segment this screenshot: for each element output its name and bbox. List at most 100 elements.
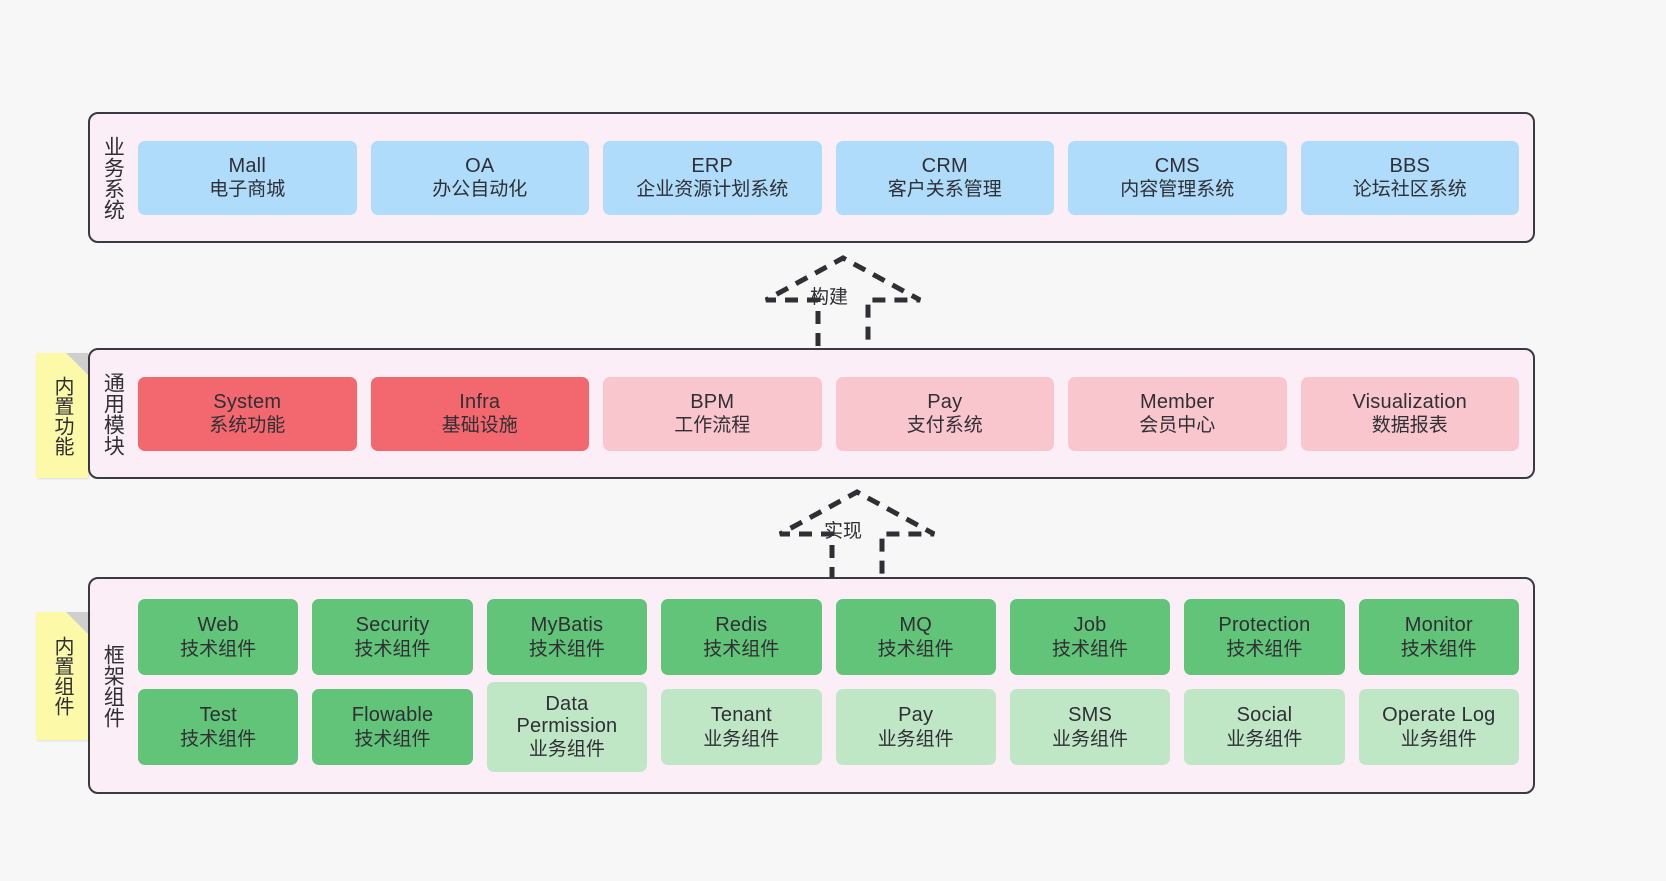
node-data-permission[interactable]: Data Permission 业务组件	[486, 682, 648, 772]
node-bpm-en: BPM	[690, 390, 735, 413]
node-job[interactable]: Job 技术组件	[1009, 599, 1171, 675]
node-flowable-en: Flowable	[351, 704, 434, 727]
node-test-en: Test	[199, 704, 237, 727]
node-mybatis-cn: 技术组件	[528, 638, 605, 660]
node-crm[interactable]: CRM 客户关系管理	[835, 140, 1054, 215]
layer-title-modules: 通用模块	[101, 371, 125, 456]
note-builtin-components: 内置组件	[36, 612, 88, 740]
node-monitor-en: Monitor	[1404, 614, 1473, 637]
node-web[interactable]: Web 技术组件	[138, 599, 299, 675]
node-data-permission-en: Data Permission	[516, 693, 618, 738]
node-pay-component-cn: 业务组件	[877, 728, 954, 750]
node-social-en: Social	[1236, 704, 1293, 727]
node-visualization-cn: 数据报表	[1371, 415, 1448, 437]
node-mybatis[interactable]: MyBatis 技术组件	[486, 599, 648, 675]
node-mybatis-en: MyBatis	[530, 614, 604, 637]
layer-title-framework: 框架组件	[101, 643, 125, 728]
node-security-cn: 技术组件	[354, 638, 431, 660]
node-member[interactable]: Member 会员中心	[1068, 376, 1287, 451]
node-pay-component[interactable]: Pay 业务组件	[835, 689, 996, 765]
node-mq[interactable]: MQ 技术组件	[835, 599, 996, 675]
node-protection[interactable]: Protection 技术组件	[1184, 599, 1345, 675]
node-test-cn: 技术组件	[180, 728, 257, 750]
connector-implement: 实现	[772, 486, 942, 582]
node-security[interactable]: Security 技术组件	[312, 599, 473, 675]
node-mq-en: MQ	[899, 614, 932, 637]
node-pay-module-en: Pay	[927, 390, 963, 413]
node-cms-en: CMS	[1154, 154, 1200, 177]
node-mq-cn: 技术组件	[877, 638, 954, 660]
node-test[interactable]: Test 技术组件	[138, 689, 299, 765]
node-sms-en: SMS	[1068, 704, 1113, 727]
note-builtin-functions-label: 内置功能	[51, 375, 73, 456]
node-pay-module[interactable]: Pay 支付系统	[835, 376, 1054, 451]
node-erp-cn: 企业资源计划系统	[636, 179, 789, 201]
node-social[interactable]: Social 业务组件	[1184, 689, 1345, 765]
node-web-cn: 技术组件	[180, 638, 257, 660]
node-erp-en: ERP	[691, 154, 734, 177]
node-sms-cn: 业务组件	[1052, 728, 1129, 750]
node-cms-cn: 内容管理系统	[1120, 179, 1235, 201]
node-infra-en: Infra	[459, 390, 501, 413]
node-system-en: System	[213, 390, 282, 413]
node-bpm-cn: 工作流程	[674, 415, 751, 437]
node-web-en: Web	[197, 614, 239, 637]
node-mall-cn: 电子商城	[209, 179, 286, 201]
note-builtin-functions: 内置功能	[36, 353, 88, 478]
node-protection-cn: 技术组件	[1226, 638, 1303, 660]
node-bbs-cn: 论坛社区系统	[1352, 179, 1467, 201]
node-tenant-cn: 业务组件	[703, 728, 780, 750]
node-system[interactable]: System 系统功能	[138, 376, 357, 451]
business-node-row: Mall 电子商城 OA 办公自动化 ERP 企业资源计划系统 CRM 客户关系…	[138, 140, 1519, 215]
node-monitor-cn: 技术组件	[1400, 638, 1477, 660]
node-mall-en: Mall	[228, 154, 266, 177]
layer-body-business: Mall 电子商城 OA 办公自动化 ERP 企业资源计划系统 CRM 客户关系…	[134, 114, 1533, 241]
node-infra[interactable]: Infra 基础设施	[370, 376, 589, 451]
layer-common-modules: 通用模块 System 系统功能 Infra 基础设施 BPM 工作流程 Pay	[88, 348, 1535, 479]
node-data-permission-cn: 业务组件	[528, 738, 605, 760]
note-fold-icon	[66, 612, 88, 634]
node-visualization[interactable]: Visualization 数据报表	[1300, 376, 1519, 451]
node-member-en: Member	[1139, 390, 1215, 413]
node-job-en: Job	[1073, 614, 1107, 637]
note-fold-icon	[66, 353, 88, 375]
node-flowable[interactable]: Flowable 技术组件	[312, 689, 473, 765]
node-oa-cn: 办公自动化	[432, 179, 528, 201]
layer-framework-components: 框架组件 Web 技术组件 Security 技术组件 MyBatis 技术组件…	[88, 577, 1535, 794]
node-security-en: Security	[355, 614, 430, 637]
layer-business-systems: 业务系统 Mall 电子商城 OA 办公自动化 ERP 企业资源计划系统 CRM	[88, 112, 1535, 243]
node-bbs-en: BBS	[1389, 154, 1431, 177]
generalization-arrow-icon	[764, 255, 922, 346]
note-builtin-components-label: 内置组件	[51, 636, 73, 716]
node-erp[interactable]: ERP 企业资源计划系统	[603, 140, 822, 215]
layer-title-business: 业务系统	[101, 135, 125, 220]
node-redis-en: Redis	[715, 614, 768, 637]
node-tenant-en: Tenant	[710, 704, 772, 727]
connector-build: 构建	[758, 252, 928, 348]
node-social-cn: 业务组件	[1226, 728, 1303, 750]
node-oa[interactable]: OA 办公自动化	[370, 140, 589, 215]
node-job-cn: 技术组件	[1052, 638, 1129, 660]
node-monitor[interactable]: Monitor 技术组件	[1358, 599, 1519, 675]
node-bpm[interactable]: BPM 工作流程	[603, 376, 822, 451]
framework-node-row-2: Test 技术组件 Flowable 技术组件 Data Permission …	[138, 682, 1519, 772]
node-operate-log-en: Operate Log	[1382, 704, 1496, 727]
modules-node-row: System 系统功能 Infra 基础设施 BPM 工作流程 Pay 支付系统…	[138, 376, 1519, 451]
node-flowable-cn: 技术组件	[354, 728, 431, 750]
node-visualization-en: Visualization	[1352, 390, 1468, 413]
node-mall[interactable]: Mall 电子商城	[138, 140, 357, 215]
node-bbs[interactable]: BBS 论坛社区系统	[1300, 140, 1519, 215]
node-cms[interactable]: CMS 内容管理系统	[1068, 140, 1287, 215]
framework-node-row-1: Web 技术组件 Security 技术组件 MyBatis 技术组件 Redi…	[138, 599, 1519, 675]
node-pay-module-cn: 支付系统	[906, 415, 983, 437]
node-pay-component-en: Pay	[898, 704, 934, 727]
node-crm-en: CRM	[921, 154, 968, 177]
generalization-arrow-icon	[778, 489, 936, 580]
node-operate-log[interactable]: Operate Log 业务组件	[1358, 689, 1519, 765]
connector-build-label: 构建	[810, 287, 849, 308]
node-sms[interactable]: SMS 业务组件	[1009, 689, 1171, 765]
node-tenant[interactable]: Tenant 业务组件	[661, 689, 822, 765]
layer-body-modules: System 系统功能 Infra 基础设施 BPM 工作流程 Pay 支付系统…	[134, 350, 1533, 477]
node-redis[interactable]: Redis 技术组件	[661, 599, 822, 675]
